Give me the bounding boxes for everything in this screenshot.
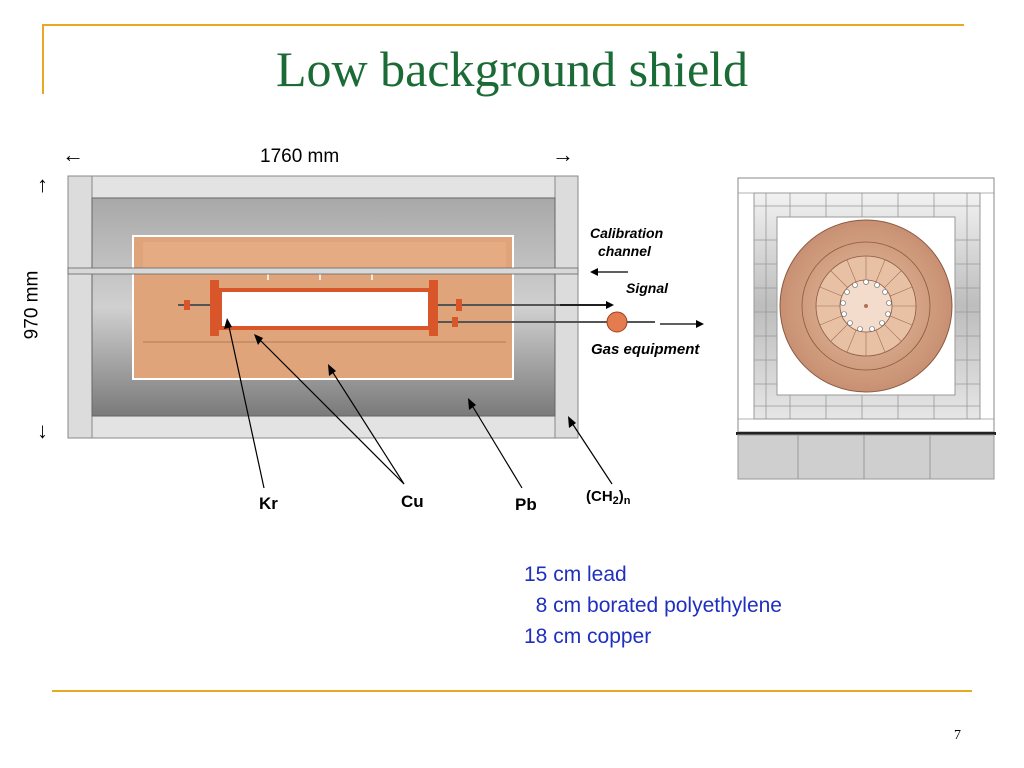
floor-slabs [737, 434, 995, 480]
spec-lead: 15 cm lead [524, 563, 627, 586]
left-accent-line [42, 24, 44, 94]
ch2-suffix: ) [618, 488, 624, 505]
pb-label: Pb [515, 495, 537, 514]
spec-copper: 18 cm copper [524, 625, 652, 648]
ch2-n-subscript: n [623, 495, 631, 507]
dimension-down-arrow: ↓ [37, 418, 48, 443]
dimension-left-arrow: ← [62, 142, 84, 167]
bottom-accent-line [52, 690, 972, 692]
shield-end-view [736, 177, 996, 480]
dimension-right-arrow: → [552, 142, 574, 167]
ch2-label: (CH2)n [586, 488, 631, 507]
gas-equipment-label: Gas equipment [591, 341, 700, 358]
kr-label: Kr [259, 494, 278, 513]
gas-valve [606, 311, 628, 333]
calibration-channel [67, 267, 579, 275]
polyethylene-end-left [67, 175, 93, 439]
ch2-prefix: (CH [586, 488, 613, 505]
flange-left [210, 280, 219, 336]
polyethylene-end-right [554, 175, 579, 439]
page-number: 7 [954, 728, 961, 743]
top-accent-line [42, 24, 964, 26]
dimension-up-arrow: ↑ [37, 172, 48, 197]
cu-label: Cu [401, 492, 424, 511]
calibration-label-line2: channel [598, 243, 651, 259]
signal-label: Signal [626, 280, 669, 296]
spec-polyethylene: 8 cm borated polyethylene [524, 594, 782, 617]
slide-title: Low background shield [275, 41, 749, 97]
calibration-label-line1: Calibration [590, 225, 664, 241]
dimension-width-label: 1760 mm [260, 146, 340, 167]
ch2-subscript: 2 [612, 495, 619, 507]
flange-right [429, 280, 438, 336]
